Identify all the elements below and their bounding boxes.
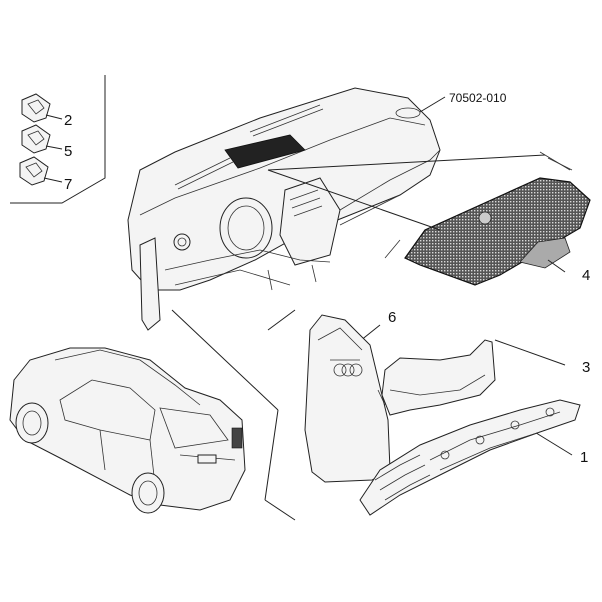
clip-inset: 2 5 7 <box>10 75 106 204</box>
leader-lines <box>171 96 573 521</box>
reference-code: 70502-010 <box>449 91 507 105</box>
callout-6: 6 <box>388 309 396 326</box>
callout-4: 4 <box>582 267 590 284</box>
clip-part-2 <box>21 93 63 123</box>
callout-7: 7 <box>64 176 72 193</box>
callout-2: 2 <box>64 112 72 129</box>
dashboard-display <box>224 134 306 169</box>
clip-part-5 <box>21 124 63 154</box>
trim-piece-part-3 <box>377 339 496 416</box>
callout-3: 3 <box>582 359 590 376</box>
vehicle-wheel-front <box>15 402 49 444</box>
callout-5: 5 <box>64 143 72 160</box>
dashboard-assembly <box>127 87 441 331</box>
vehicle-sketch <box>9 347 246 514</box>
lower-bracket-part-1 <box>359 399 581 516</box>
clip-part-7 <box>19 156 63 186</box>
side-panel-part-6 <box>304 314 391 483</box>
callout-1: 1 <box>580 449 588 466</box>
vehicle-wheel-rear <box>131 472 165 514</box>
mesh-panel-part-4 <box>384 151 591 286</box>
